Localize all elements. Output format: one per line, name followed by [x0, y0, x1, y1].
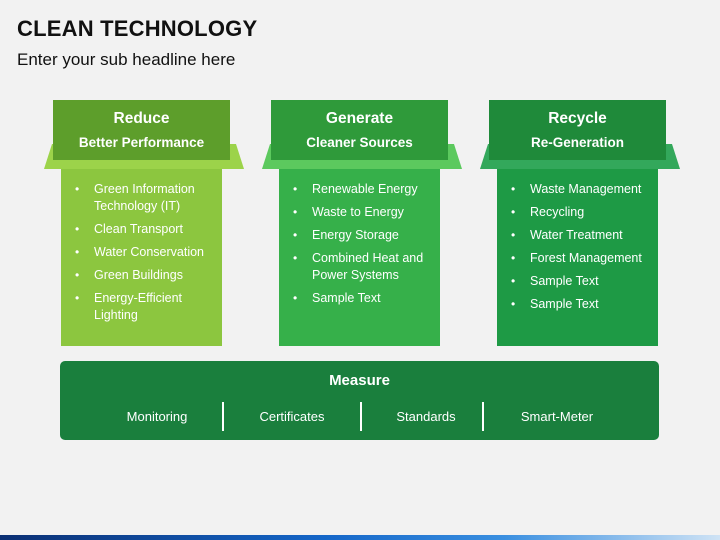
list-item: Forest Management: [511, 250, 652, 267]
generate-header: Generate Cleaner Sources: [271, 100, 448, 160]
list-item: Sample Text: [293, 290, 434, 307]
list-item: Waste to Energy: [293, 204, 434, 221]
measure-divider: [360, 402, 362, 431]
measure-divider: [482, 402, 484, 431]
reduce-list: Green Information Technology (IT) Clean …: [75, 181, 216, 324]
measure-item-monitoring: Monitoring: [126, 409, 188, 424]
list-item: Energy-Efficient Lighting: [75, 290, 216, 324]
list-item: Clean Transport: [75, 221, 216, 238]
generate-body: Renewable Energy Waste to Energy Energy …: [279, 169, 440, 346]
list-item: Green Buildings: [75, 267, 216, 284]
reduce-header: Reduce Better Performance: [53, 100, 230, 160]
generate-list: Renewable Energy Waste to Energy Energy …: [293, 181, 434, 307]
slide-subtitle: Enter your sub headline here: [17, 50, 236, 69]
generate-title: Generate: [325, 110, 394, 127]
recycle-column: Recycle Re-Generation Waste Management R…: [480, 100, 680, 346]
generate-subtitle: Cleaner Sources: [306, 135, 413, 150]
list-item: Waste Management: [511, 181, 652, 198]
measure-item-standards: Standards: [396, 409, 456, 424]
list-item: Sample Text: [511, 273, 652, 290]
list-item: Water Treatment: [511, 227, 652, 244]
list-item: Energy Storage: [293, 227, 434, 244]
list-item: Renewable Energy: [293, 181, 434, 198]
bottom-accent-bar: [0, 535, 720, 540]
measure-item-certificates: Certificates: [259, 409, 325, 424]
reduce-body: Green Information Technology (IT) Clean …: [61, 169, 222, 346]
recycle-subtitle: Re-Generation: [530, 135, 625, 150]
recycle-title: Recycle: [548, 110, 607, 127]
list-item: Combined Heat and Power Systems: [293, 250, 434, 284]
recycle-body: Waste Management Recycling Water Treatme…: [497, 169, 658, 346]
list-item: Recycling: [511, 204, 652, 221]
measure-title: Measure: [329, 372, 390, 389]
reduce-subtitle: Better Performance: [78, 135, 205, 150]
generate-column: Generate Cleaner Sources Renewable Energ…: [262, 100, 462, 346]
recycle-header: Recycle Re-Generation: [489, 100, 666, 160]
measure-panel: Measure Monitoring Certificates Standard…: [60, 361, 659, 440]
list-item: Sample Text: [511, 296, 652, 313]
slide-title: CLEAN TECHNOLOGY: [17, 16, 258, 41]
list-item: Green Information Technology (IT): [75, 181, 216, 215]
measure-divider: [222, 402, 224, 431]
reduce-title: Reduce: [113, 110, 170, 127]
recycle-list: Waste Management Recycling Water Treatme…: [511, 181, 652, 313]
measure-items: Monitoring Certificates Standards Smart-…: [60, 402, 659, 431]
measure-item-smart-meter: Smart-Meter: [520, 409, 594, 424]
list-item: Water Conservation: [75, 244, 216, 261]
reduce-column: Reduce Better Performance Green Informat…: [44, 100, 244, 346]
